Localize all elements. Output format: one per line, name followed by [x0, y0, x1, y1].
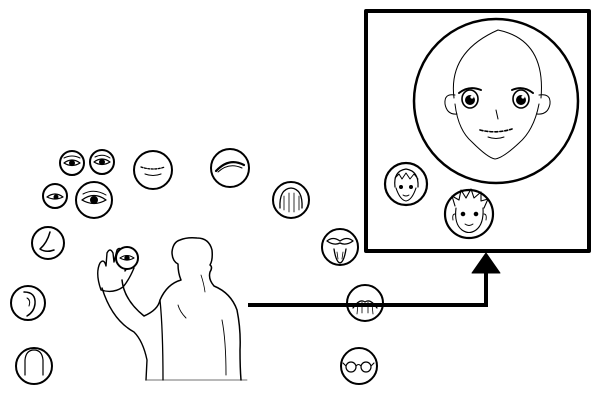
eye-part-icon[interactable] — [59, 150, 85, 176]
flow-arrow — [248, 252, 501, 307]
face-outline-part-icon[interactable] — [15, 347, 53, 385]
user-figure — [97, 237, 248, 381]
eye-part-icon[interactable] — [75, 181, 113, 219]
bald-anime-face-icon — [412, 17, 580, 185]
hair-part-icon[interactable] — [272, 181, 310, 219]
eye-part-icon[interactable] — [89, 149, 115, 175]
eyebrow-part-icon[interactable] — [210, 148, 250, 188]
held-eye-part-icon[interactable] — [115, 246, 139, 270]
eye-part-icon[interactable] — [42, 183, 68, 209]
ear-part-icon[interactable] — [10, 285, 46, 321]
composition-canvas — [364, 9, 591, 253]
mouth-part-icon[interactable] — [133, 150, 173, 190]
parts-palette — [10, 148, 384, 385]
anime-boy-face-icon — [383, 161, 429, 207]
glasses-part-icon[interactable] — [340, 347, 378, 385]
anime-spiky-hair-face-icon — [443, 188, 495, 240]
nose-part-icon[interactable] — [31, 226, 65, 260]
beard-part-icon[interactable] — [321, 228, 359, 266]
